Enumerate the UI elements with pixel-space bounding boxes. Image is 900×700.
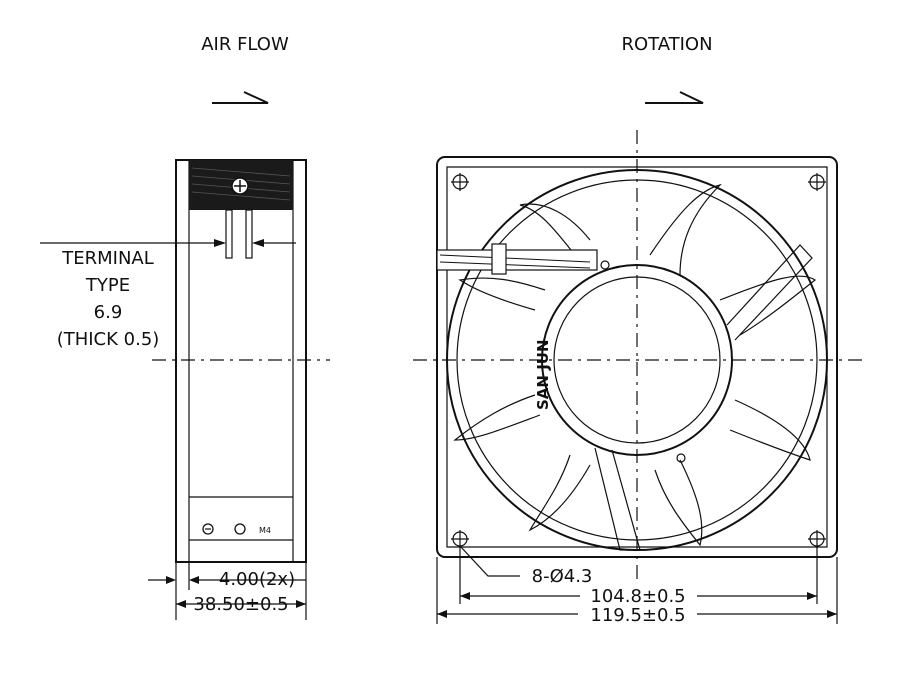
- air-flow-label: AIR FLOW: [201, 34, 289, 55]
- terminal-label-line3: 6.9: [94, 302, 123, 323]
- rotation-label: ROTATION: [621, 34, 712, 55]
- mounting-hole-icon: [451, 173, 469, 191]
- side-mark-text: M4: [259, 526, 271, 535]
- terminal-label-line4: (THICK 0.5): [57, 329, 160, 350]
- mount-holes-dimension: 8-Ø4.3: [532, 566, 593, 587]
- mounting-hole-icon: [451, 530, 469, 548]
- terminal-pins: [225, 209, 253, 259]
- ground-symbol-icon: [202, 523, 214, 535]
- terminal-label-line2: TYPE: [85, 275, 130, 296]
- frame-width-dimension: 119.5±0.5: [590, 605, 685, 626]
- mounting-hole-icon: [808, 173, 826, 191]
- terminal-label-line1: TERMINAL: [61, 248, 154, 269]
- terminal-dimension: [40, 239, 296, 247]
- side-bottom-dimensions: [148, 562, 307, 620]
- side-hole: [234, 523, 246, 535]
- front-bottom-dimensions: [436, 545, 838, 624]
- rotation-arrow-icon: [645, 91, 704, 104]
- frame-spokes: [594, 244, 813, 551]
- wire-harness: [436, 243, 598, 275]
- thickness-dimension: 38.50±0.5: [193, 594, 288, 615]
- side-view: M4: [152, 159, 330, 563]
- front-view: SAN JUN: [413, 130, 862, 580]
- fan-blades: [453, 183, 817, 547]
- screw-depth-dimension: 4.00(2x): [219, 569, 295, 590]
- hole-spacing-dimension: 104.8±0.5: [590, 586, 685, 607]
- brand-text: SAN JUN: [534, 339, 552, 410]
- mounting-hole-icon: [808, 530, 826, 548]
- air-flow-arrow-icon: [212, 91, 269, 104]
- terminal-screw-icon: [231, 177, 249, 195]
